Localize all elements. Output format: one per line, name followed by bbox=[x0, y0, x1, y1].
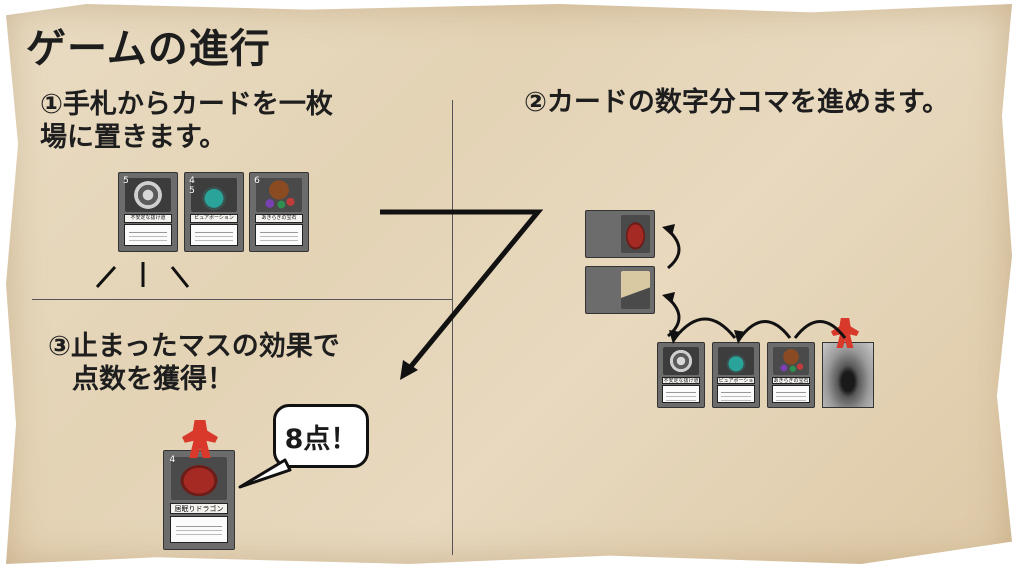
card-description bbox=[771, 385, 811, 404]
card-name: ピュアポーション bbox=[189, 214, 239, 223]
hand-card-potion[interactable]: 4 5 ピュアポーション bbox=[184, 172, 244, 252]
card-name: ピュアポーション bbox=[716, 376, 756, 384]
card-name: あきらぎの宝石 bbox=[254, 214, 304, 223]
card-art bbox=[772, 346, 810, 375]
step1-line2: 場に置きます。 bbox=[40, 122, 227, 153]
move-arc-1 bbox=[793, 320, 847, 339]
card-description bbox=[716, 385, 756, 404]
card-description bbox=[169, 515, 229, 544]
flow-arrow bbox=[380, 209, 544, 372]
card-art bbox=[717, 346, 755, 375]
card-cost: 5 bbox=[123, 176, 129, 187]
flow-arrow-head bbox=[400, 360, 418, 380]
board-card-treasure: あきらぎの宝石 bbox=[767, 342, 815, 408]
placement-line-left bbox=[95, 265, 117, 289]
card-cost: 6 bbox=[254, 176, 260, 187]
move-arc-5 bbox=[666, 228, 681, 270]
move-arc-5-head bbox=[662, 224, 675, 236]
vertical-divider bbox=[452, 100, 453, 555]
move-arc-2 bbox=[738, 320, 792, 339]
result-card-dragon: 4 居眠りドラゴン bbox=[163, 450, 235, 550]
step1-text: ①手札からカードを一枚 場に置きます。 bbox=[40, 88, 333, 154]
card-art bbox=[124, 177, 172, 212]
hand-card-treasure[interactable]: 6 あきらぎの宝石 bbox=[249, 172, 309, 252]
score-speech-bubble: 8点！ bbox=[273, 404, 369, 468]
board-card-chain: 不安定な抜け道 bbox=[657, 342, 705, 408]
hand-card-chain[interactable]: 5 不安定な抜け道 bbox=[118, 172, 178, 252]
board-card-potion: ピュアポーション bbox=[712, 342, 760, 408]
dungeon-start-tile bbox=[822, 342, 874, 408]
speech-tail bbox=[238, 458, 292, 489]
card-description bbox=[661, 385, 701, 404]
card-cost: 4 5 bbox=[189, 176, 195, 197]
card-cost: 4 bbox=[169, 454, 176, 465]
card-description bbox=[254, 224, 304, 247]
step2-text: ②カードの数字分コマを進めます。 bbox=[524, 87, 950, 118]
card-art bbox=[662, 346, 700, 375]
horizontal-divider bbox=[32, 299, 452, 300]
step3-line2: 点数を獲得！ bbox=[72, 364, 234, 395]
card-name: 不安定な抜け道 bbox=[123, 214, 173, 223]
move-arc-3 bbox=[673, 317, 737, 339]
card-art bbox=[190, 177, 238, 212]
step3-line1: ③止まったマスの効果で bbox=[48, 331, 340, 362]
card-name: あきらぎの宝石 bbox=[771, 376, 811, 384]
placement-line-right bbox=[170, 266, 190, 288]
card-name: 不安定な抜け道 bbox=[661, 376, 701, 384]
board-card-scroll-rotated bbox=[585, 266, 655, 314]
card-description bbox=[189, 224, 239, 247]
move-arc-2-head bbox=[734, 330, 746, 344]
card-art bbox=[171, 456, 227, 500]
card-description bbox=[123, 224, 173, 247]
step1-line1: ①手札からカードを一枚 bbox=[40, 89, 333, 120]
board-card-dragon-rotated bbox=[585, 210, 655, 258]
score-text: 8点！ bbox=[284, 423, 358, 455]
card-name: 居眠りドラゴン bbox=[169, 502, 229, 514]
card-art bbox=[621, 270, 650, 310]
move-arc-4-head bbox=[662, 292, 675, 304]
page-title: ゲームの進行 bbox=[26, 26, 271, 72]
card-art bbox=[255, 177, 303, 212]
step3-text: ③止まったマスの効果で 点数を獲得！ bbox=[48, 330, 340, 396]
card-art bbox=[621, 214, 650, 254]
